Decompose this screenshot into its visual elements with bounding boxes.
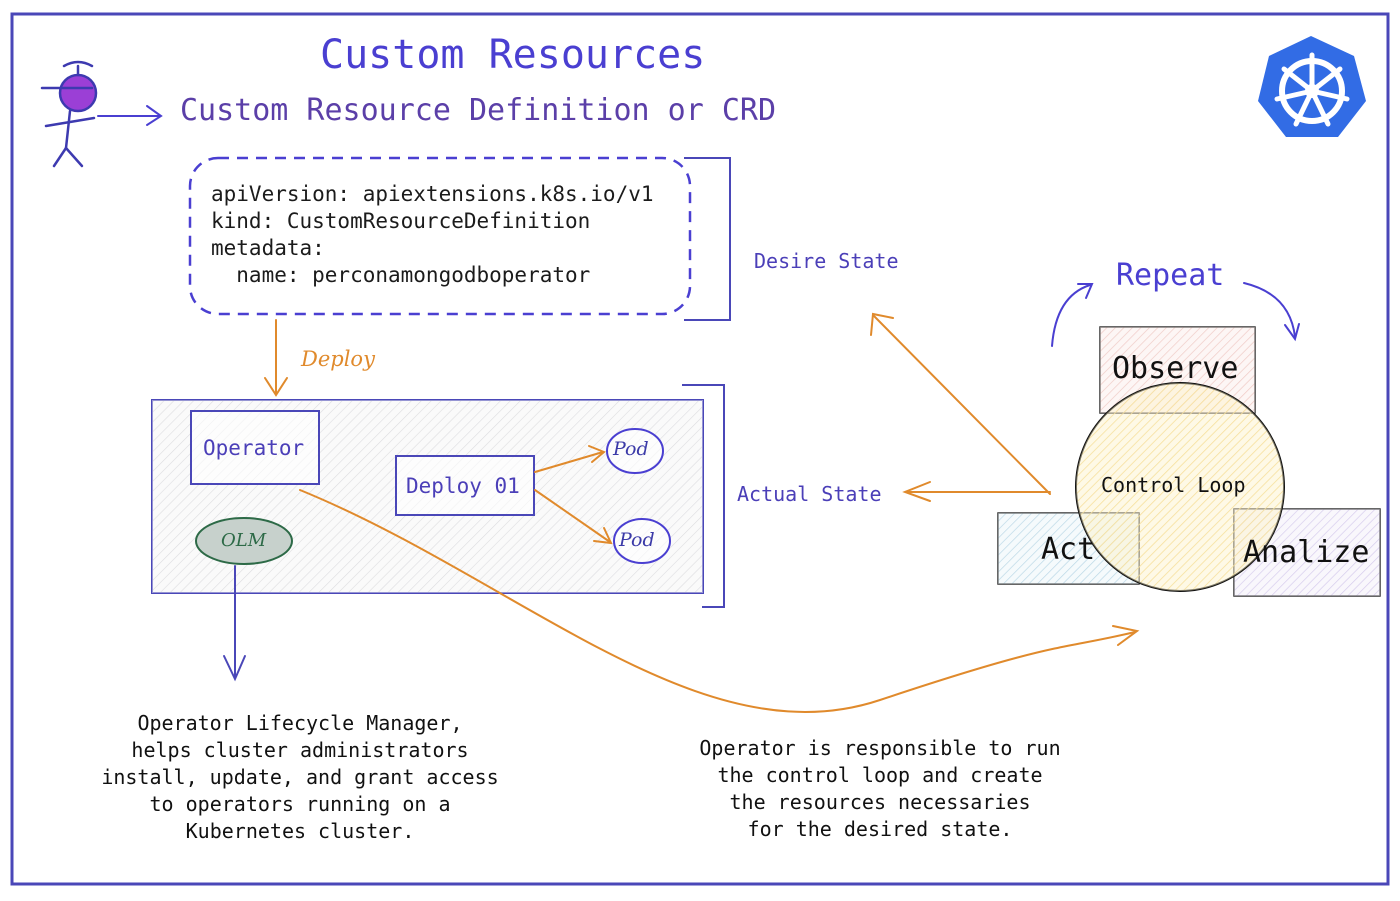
olm-description: Operator Lifecycle Manager, helps cluste… <box>60 710 540 845</box>
observe-label: Observe <box>1112 351 1239 386</box>
operator-to-control-loop-arrow <box>299 489 1140 713</box>
outer-frame <box>10 12 1390 886</box>
note-line: install, update, and grant access <box>101 765 499 789</box>
olm-arrow <box>223 565 246 682</box>
desire-state-label: Desire State <box>754 249 899 273</box>
deploy01-box <box>395 455 535 516</box>
pod-ellipse-1 <box>606 428 664 474</box>
repeat-label: Repeat <box>1116 258 1225 293</box>
analize-label: Analize <box>1243 535 1370 570</box>
yaml-line: kind: CustomResourceDefinition <box>211 209 591 233</box>
note-line: to operators running on a <box>149 792 451 816</box>
pod-ellipse-2 <box>613 518 671 564</box>
note-line: the resources necessaries <box>729 790 1031 814</box>
act-label: Act <box>1041 532 1096 567</box>
deploy-arrow <box>264 319 288 397</box>
note-line: Operator is responsible to run <box>699 736 1061 760</box>
olm-ellipse <box>195 517 293 565</box>
yaml-line: apiVersion: apiextensions.k8s.io/v1 <box>211 182 654 206</box>
actual-state-label: Actual State <box>737 482 882 506</box>
actual-state-bracket <box>682 384 725 608</box>
control-loop-circle <box>1075 382 1285 592</box>
note-line: helps cluster administrators <box>131 738 469 762</box>
pod-label: Pod <box>619 529 655 551</box>
note-line: for the desired state. <box>747 817 1013 841</box>
yaml-line: metadata: <box>211 236 325 260</box>
kubernetes-logo-icon <box>1258 36 1366 137</box>
deploy-label: Deploy <box>301 347 375 371</box>
actual-state-arrow <box>902 481 1051 502</box>
note-line: the control loop and create <box>717 763 1043 787</box>
olm-label: OLM <box>221 530 267 551</box>
deploy-to-pod-arrows <box>534 445 613 545</box>
deploy01-label: Deploy 01 <box>406 474 520 498</box>
desire-state-arrow <box>870 312 1051 495</box>
crd-yaml-box <box>188 156 692 316</box>
crd-yaml-text: apiVersion: apiextensions.k8s.io/v1 kind… <box>211 181 654 289</box>
page-title: Custom Resources <box>320 32 706 78</box>
desire-state-bracket <box>684 157 731 321</box>
figure-arrow <box>97 105 163 126</box>
stick-figure-icon <box>40 60 98 168</box>
repeat-arrows <box>1051 282 1300 347</box>
operator-description: Operator is responsible to run the contr… <box>630 735 1130 843</box>
pod-label: Pod <box>613 438 649 460</box>
operator-box <box>190 410 320 485</box>
note-line: Kubernetes cluster. <box>185 819 415 843</box>
yaml-line: name: perconamongodboperator <box>211 263 591 287</box>
operator-label: Operator <box>203 436 305 460</box>
note-line: Operator Lifecycle Manager, <box>137 711 463 735</box>
control-loop-label: Control Loop <box>1101 473 1246 497</box>
page-subtitle: Custom Resource Definition or CRD <box>180 93 777 128</box>
